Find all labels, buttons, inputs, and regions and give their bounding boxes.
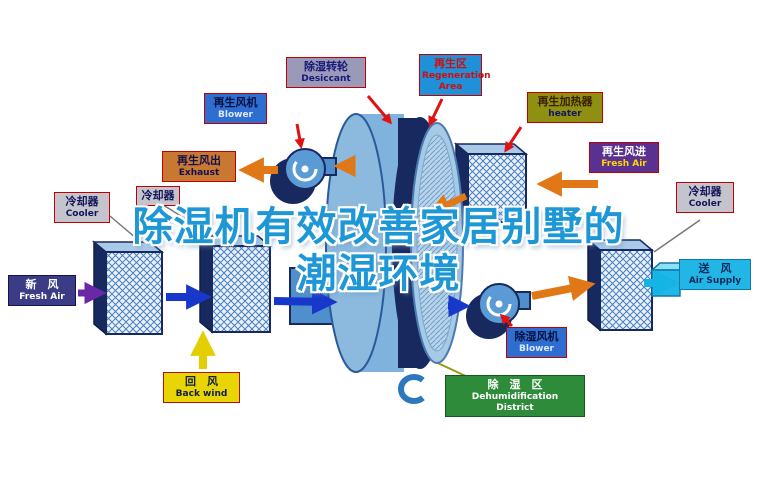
label-exhaust: 再生风出 Exhaust <box>162 151 236 182</box>
label-back-wind: 回 风 Back wind <box>163 372 240 403</box>
label-cooler-left-zh: 冷却器 <box>65 195 99 208</box>
dehum-fan-hub <box>495 300 503 308</box>
label-back-wind-en: Back wind <box>175 388 228 399</box>
label-dehum-district: 除 湿 区 Dehumidification District <box>445 375 585 418</box>
label-regen-blower-zh: 再生风机 <box>213 96 258 109</box>
label-regen-heater: 再生加热器 heater <box>527 92 603 123</box>
label-cooler-left-en: Cooler <box>65 208 99 219</box>
label-regen-fresh-air: 再生风进 Fresh Air <box>589 142 659 173</box>
callout-regen-area <box>428 98 444 127</box>
diagram-title: 除湿机有效改善家居别墅的 潮湿环境 <box>0 204 757 298</box>
label-dehum-district-en1: Dehumidification <box>471 391 559 402</box>
label-regen-heater-en: heater <box>548 108 582 119</box>
callout-dehum-blower <box>499 313 514 328</box>
label-fresh-air-in-zh: 新 风 <box>25 278 59 291</box>
regen-fan-swirl <box>292 156 318 182</box>
label-regen-heater-zh: 再生加热器 <box>537 95 593 108</box>
label-regen-blower: 再生风机 Blower <box>204 93 267 124</box>
label-cooler-right-zh: 冷却器 <box>688 185 722 198</box>
diagram-title-line1: 除湿机有效改善家居别墅的 <box>132 204 625 250</box>
label-regen-blower-en: Blower <box>218 109 253 120</box>
label-regen-area-zh: 再生区 <box>434 57 467 70</box>
label-cooler-right: 冷却器 Cooler <box>676 182 734 213</box>
label-regen-fresh-air-en: Fresh Air <box>601 158 647 169</box>
label-regen-fresh-air-zh: 再生风进 <box>602 145 646 158</box>
regen-fan-hub <box>301 165 309 173</box>
label-regen-area: 再生区 Regeneration Area <box>419 54 491 97</box>
label-air-supply-en: Air Supply <box>688 275 742 286</box>
leader-cooler-right <box>653 219 701 253</box>
label-desiccant-zh: 除湿转轮 <box>304 60 348 73</box>
label-cooler-right-en: Cooler <box>688 198 722 209</box>
regen-fan <box>270 148 337 204</box>
label-fresh-air-in-en: Fresh Air <box>19 291 65 302</box>
label-air-supply-zh: 送 风 <box>698 262 732 275</box>
rotor-back-face <box>325 113 387 373</box>
label-cooler-left-2-zh: 冷却器 <box>141 189 175 202</box>
label-regen-area-en: Regeneration Area <box>422 70 491 92</box>
label-dehum-blower-en: Blower <box>519 343 554 354</box>
desiccant-rotor <box>325 113 464 404</box>
label-back-wind-zh: 回 风 <box>185 375 218 388</box>
label-desiccant: 除湿转轮 Desiccant <box>286 57 366 88</box>
label-dehum-district-zh: 除 湿 区 <box>487 378 543 391</box>
dehum-fan-swirl <box>486 291 512 317</box>
heat-exchanger-box-4 <box>585 238 655 332</box>
label-dehum-district-en2: District <box>496 403 534 413</box>
arrow-fan-to-cooler <box>531 275 596 302</box>
diagram-title-line2: 潮湿环境 <box>296 251 461 297</box>
label-cooler-left-2: 冷却器 <box>136 186 180 206</box>
label-exhaust-en: Exhaust <box>178 167 220 178</box>
label-fresh-air-in: 新 风 Fresh Air <box>8 275 76 306</box>
callout-regen-fan <box>294 123 305 150</box>
arrow-duct-to-rotor <box>273 288 338 315</box>
label-desiccant-en: Desiccant <box>301 73 351 84</box>
label-dehum-blower: 除湿风机 Blower <box>506 327 567 358</box>
airflow-arrows <box>78 95 680 369</box>
label-cooler-left: 冷却器 Cooler <box>54 192 110 223</box>
rotor-clamp <box>398 374 430 404</box>
callout-desiccant <box>366 95 393 125</box>
heat-exchanger-box-2 <box>197 234 273 334</box>
label-exhaust-zh: 再生风出 <box>177 154 221 167</box>
label-dehum-blower-zh: 除湿风机 <box>514 330 559 343</box>
arrow-regen-to-rotor <box>427 192 468 215</box>
rotor-media <box>416 134 458 352</box>
callout-heater <box>504 126 523 153</box>
